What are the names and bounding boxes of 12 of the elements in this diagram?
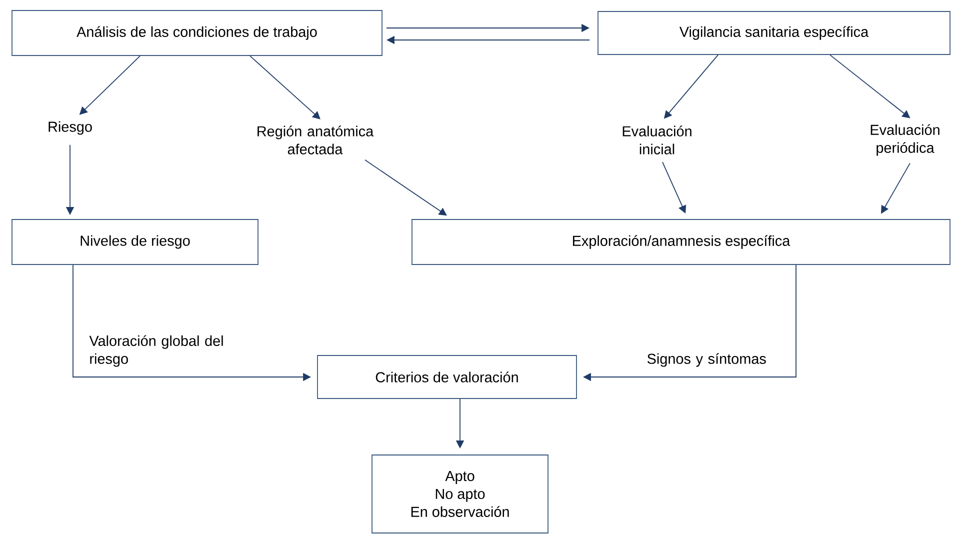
- process-box: Niveles de riesgo: [12, 219, 258, 265]
- edge-label: Signos y síntomas: [647, 353, 766, 367]
- node-label: Evaluación periódica: [870, 124, 940, 156]
- process-box: Análisis de las condiciones de trabajo: [12, 10, 382, 56]
- process-box: Vigilancia sanitaria específica: [598, 11, 950, 55]
- process-box: Apto No apto En observación: [372, 454, 548, 534]
- node-label: Riesgo: [48, 121, 92, 135]
- process-box: Criterios de valoración: [317, 355, 577, 399]
- edge-label: Valoración global del riesgo: [89, 335, 223, 367]
- process-box: Exploración/anamnesis específica: [412, 219, 950, 265]
- node-label: Evaluación inicial: [622, 126, 692, 154]
- node-label: Región anatómica afectada: [258, 126, 374, 154]
